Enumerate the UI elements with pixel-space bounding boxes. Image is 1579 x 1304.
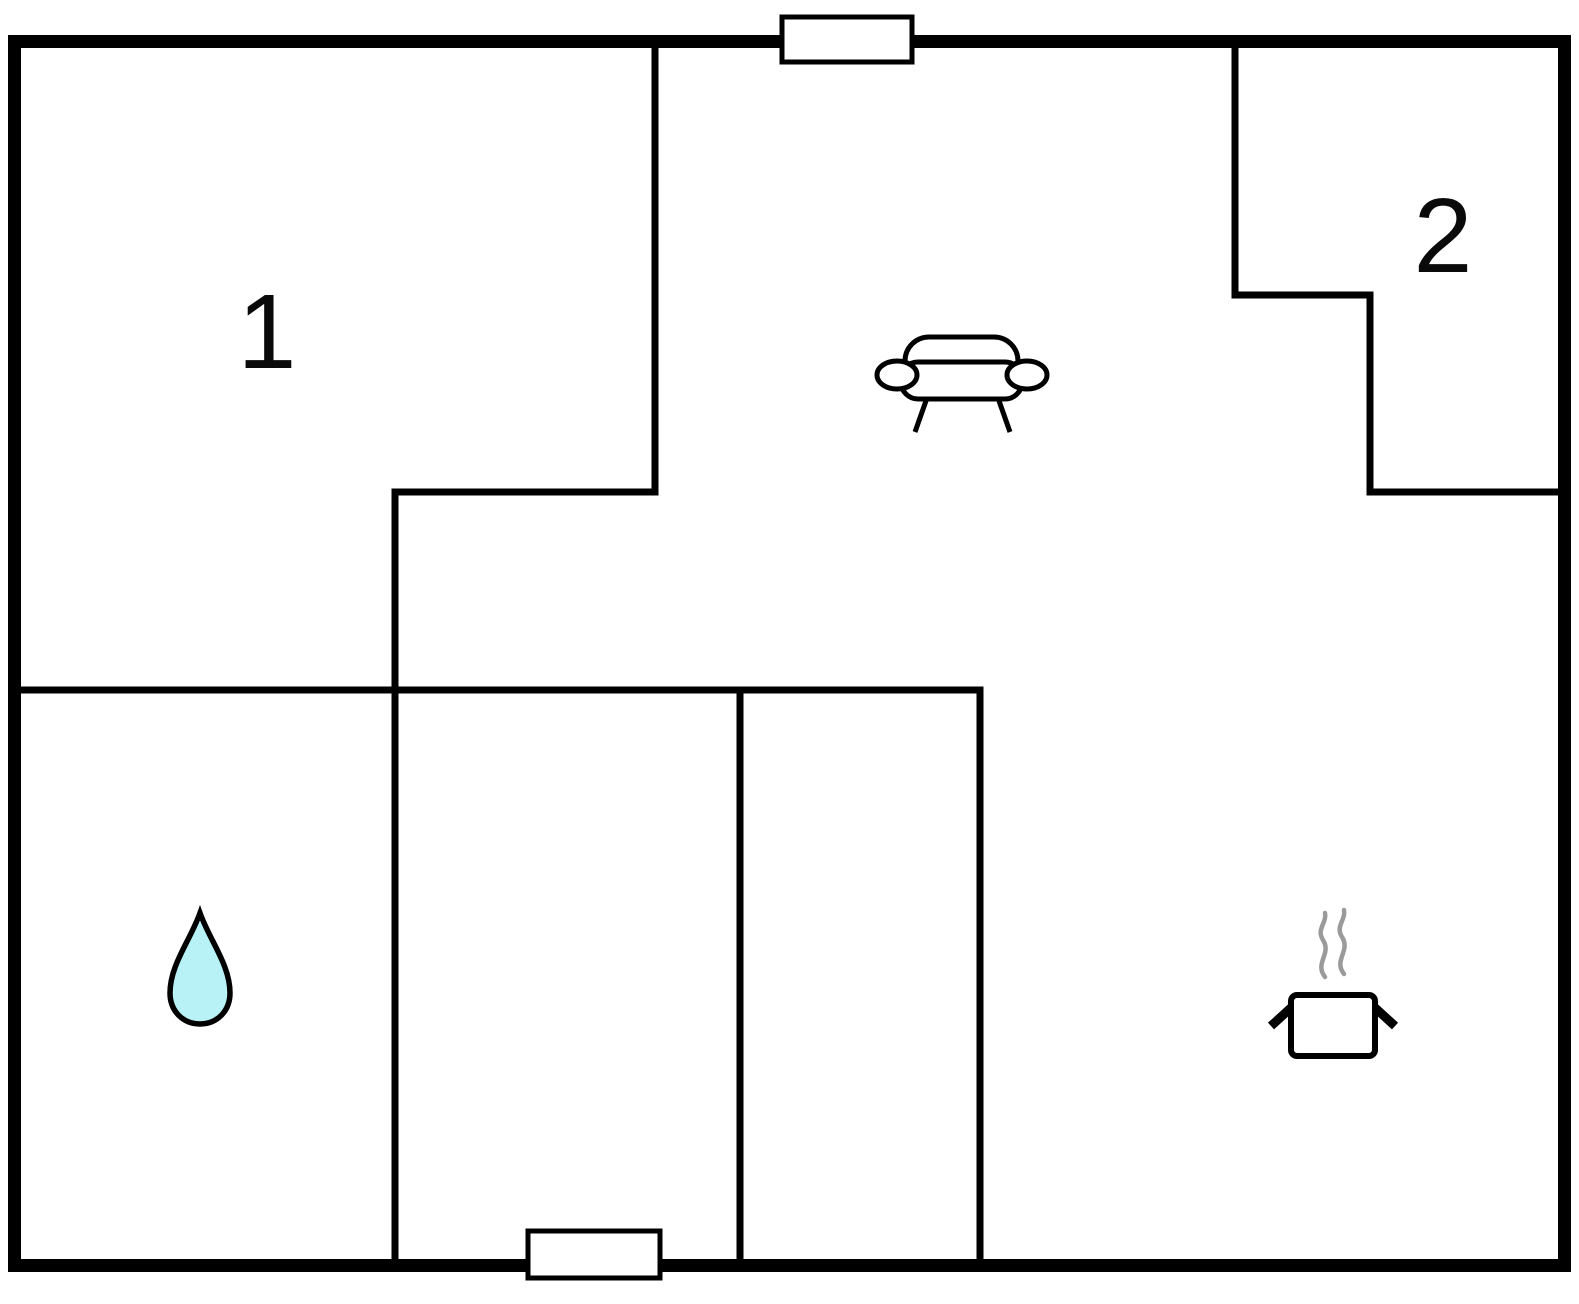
cooking-pot-icon xyxy=(1267,907,1399,1059)
window-marker-bottom xyxy=(525,1228,663,1281)
room-1-label: 1 xyxy=(238,273,297,391)
water-drop-icon xyxy=(167,904,233,1027)
room-2-label: 2 xyxy=(1414,177,1473,295)
window-marker-top xyxy=(779,14,915,65)
outer-walls xyxy=(8,35,1571,1272)
sofa-icon xyxy=(874,334,1050,433)
